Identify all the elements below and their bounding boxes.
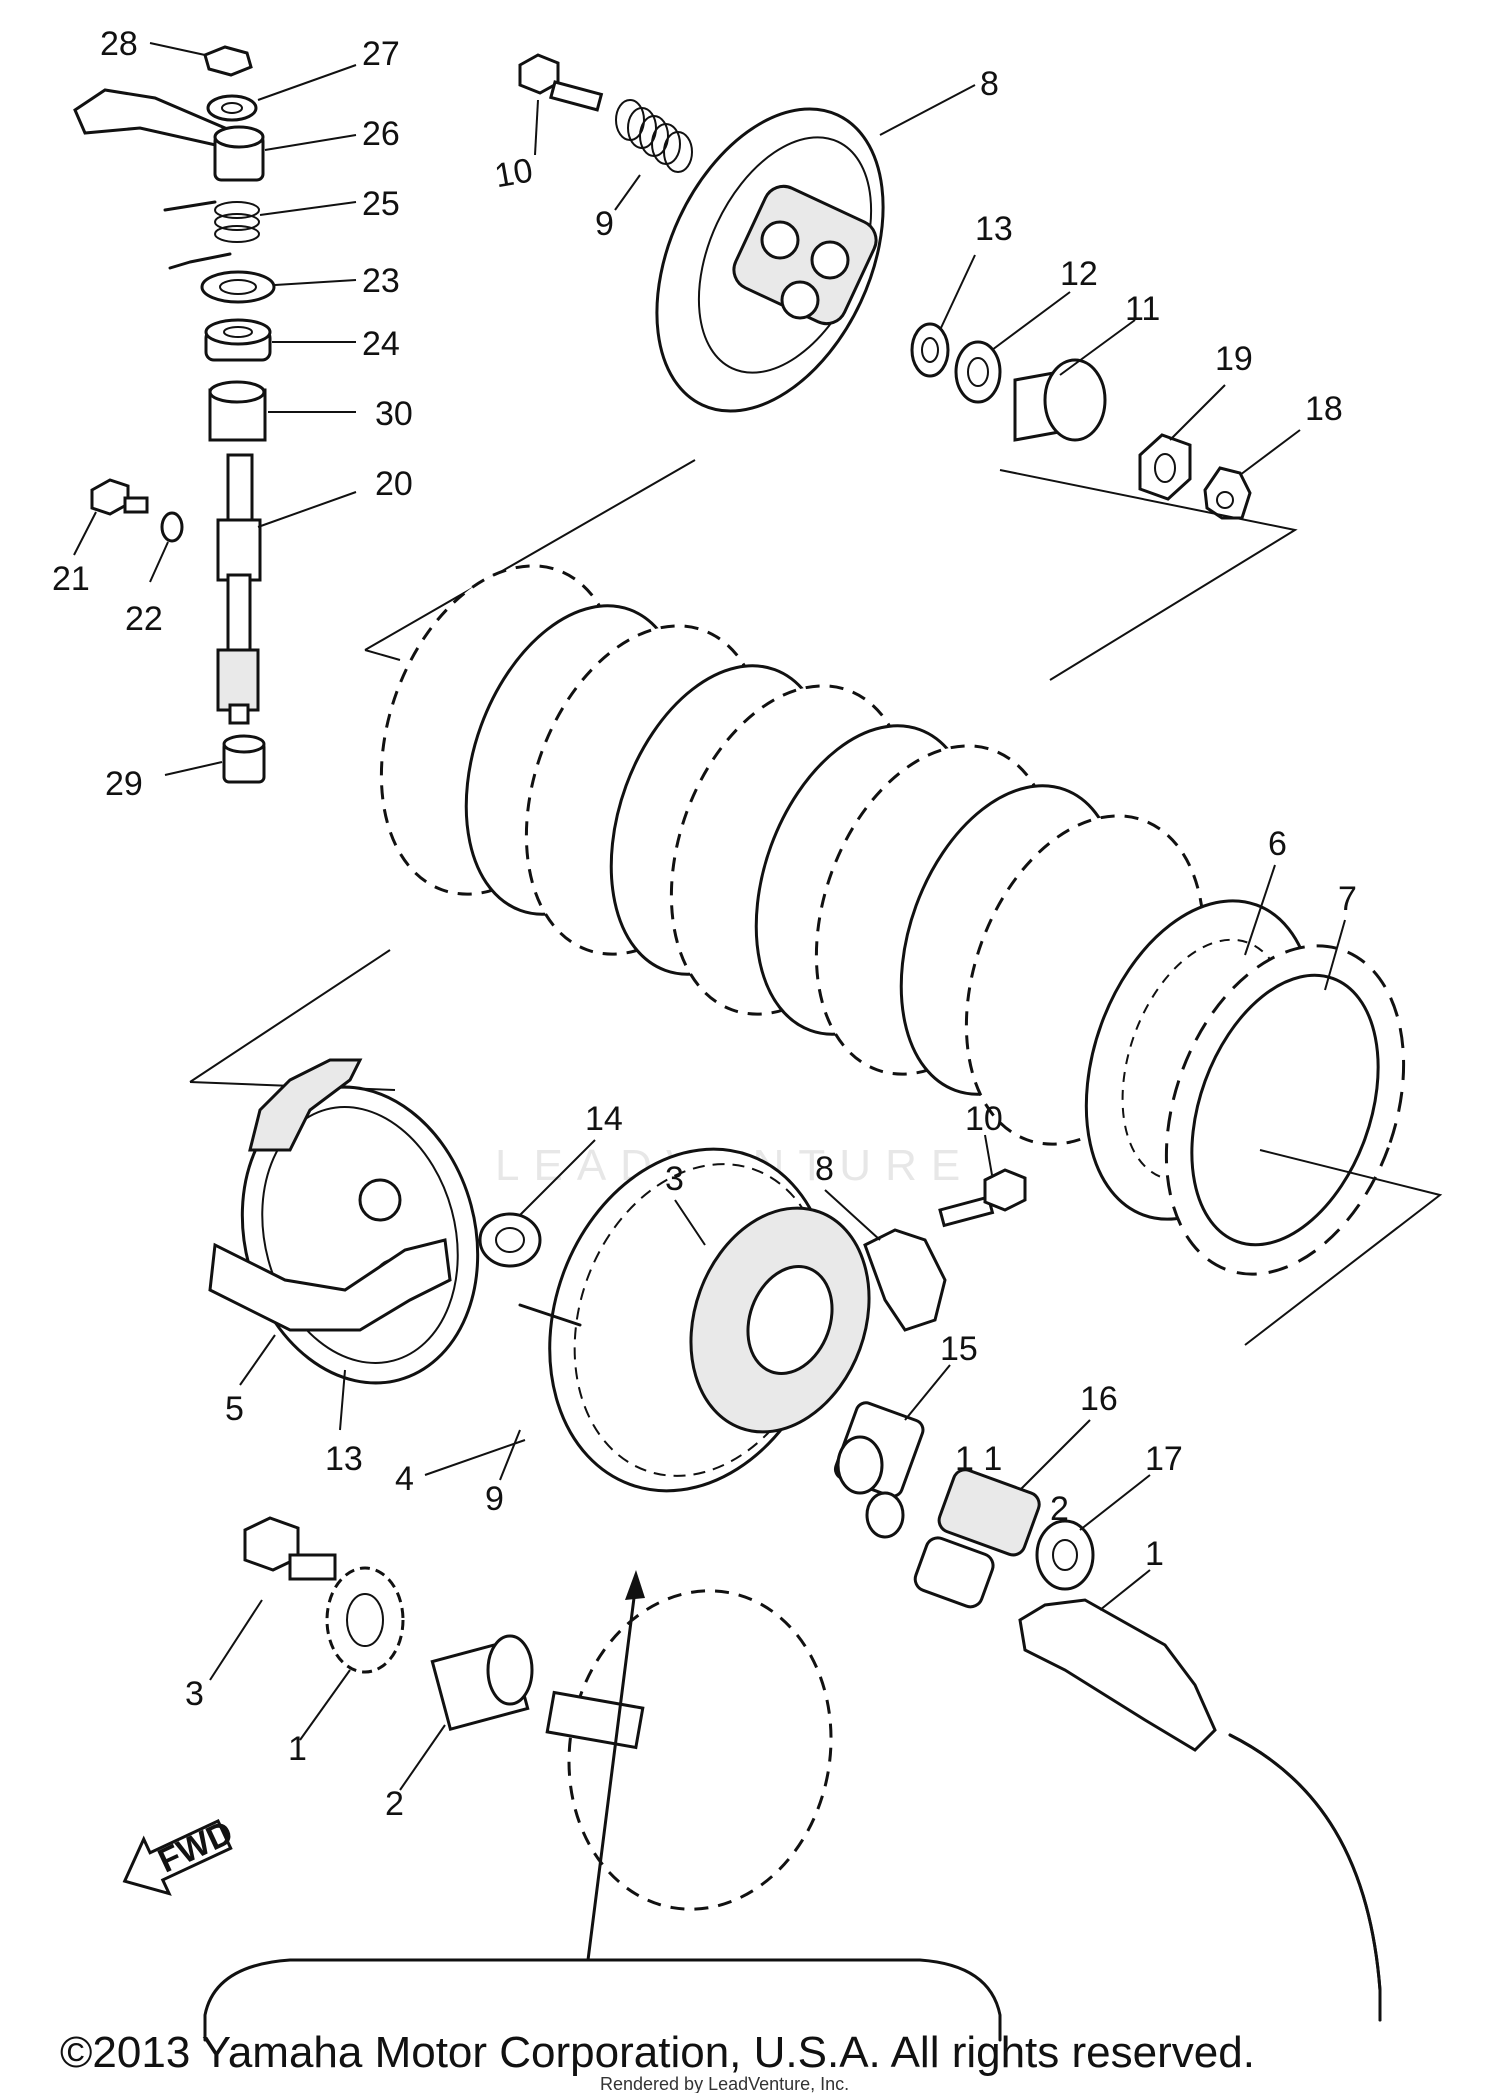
clutch-cable-1 xyxy=(1018,1569,1382,2022)
bolt-21 xyxy=(90,478,130,516)
callout-3-bolt: 3 xyxy=(185,1675,204,1713)
lever-26 xyxy=(73,88,227,148)
washer-22 xyxy=(160,511,184,543)
gear-teeth-5 xyxy=(248,1058,363,1152)
callout-13-top: 13 xyxy=(975,210,1013,248)
kick-shaft-20 xyxy=(226,453,254,527)
leader-lines-primary xyxy=(239,1139,596,1431)
callout-15: 15 xyxy=(940,1330,978,1368)
spring-25-arms xyxy=(163,200,232,270)
callout-29: 29 xyxy=(105,765,143,803)
crank-cover xyxy=(567,1589,833,1911)
bearing-12 xyxy=(954,340,1002,404)
callout-25: 25 xyxy=(362,185,400,223)
drive-sprocket-group xyxy=(243,1516,833,1911)
callout-1-cable: 1 xyxy=(1145,1535,1164,1573)
callout-24: 24 xyxy=(362,325,400,363)
callout-5: 5 xyxy=(225,1390,244,1428)
pin-4 xyxy=(518,1303,582,1327)
callout-26: 26 xyxy=(362,115,400,153)
primary-gear-5 xyxy=(240,1085,480,1385)
callout-22: 22 xyxy=(125,600,163,638)
assembly-arrow xyxy=(203,1570,1002,2042)
leader-lines-kick xyxy=(73,42,357,776)
kick-starter-assembly xyxy=(73,45,276,784)
upper-bracket-lines xyxy=(364,459,1298,681)
callout-18: 18 xyxy=(1305,390,1343,428)
leader-lines-bottom xyxy=(209,1599,446,1791)
leader-lines-housing xyxy=(424,1189,1151,1531)
callout-1-sprocket: 1 xyxy=(288,1730,307,1768)
copyright-text: ©2013 Yamaha Motor Corporation, U.S.A. A… xyxy=(60,2028,1255,2077)
callout-17: 17 xyxy=(1145,1440,1183,1478)
fwd-arrow-icon: FWD xyxy=(122,1813,239,1896)
callout-23: 23 xyxy=(362,262,400,300)
bushing-11 xyxy=(913,1536,995,1609)
clutch-plate-stack xyxy=(379,564,1406,1276)
callout-2-spacer: 2 xyxy=(385,1785,404,1823)
nut-19 xyxy=(1138,433,1192,501)
needle-bearing-16 xyxy=(937,1468,1041,1557)
callout-11-top: 11 xyxy=(1125,290,1160,328)
sprocket-1 xyxy=(325,1566,405,1674)
callout-9-top: 9 xyxy=(595,205,614,243)
leader-lines-pressure xyxy=(534,84,1301,476)
callout-2-washer: 2 xyxy=(1050,1490,1069,1528)
callout-30: 30 xyxy=(375,395,413,433)
rendered-by-text: Rendered by LeadVenture, Inc. xyxy=(600,2074,849,2093)
callout-19: 19 xyxy=(1215,340,1253,378)
damper-8 xyxy=(863,1228,947,1332)
leader-lines-plates xyxy=(984,864,1346,1176)
housing-13 xyxy=(208,1238,452,1332)
washer-27 xyxy=(206,94,258,122)
callout-labels: 28 27 26 25 23 24 30 20 21 22 29 10 9 8 … xyxy=(52,25,1357,1823)
callout-12: 12 xyxy=(1060,255,1098,293)
fwd-label: FWD xyxy=(152,1813,238,1880)
spring-9-top xyxy=(615,99,693,173)
primary-drive-group xyxy=(208,1058,542,1385)
callout-20: 20 xyxy=(375,465,413,503)
callout-9-bottom: 9 xyxy=(485,1480,504,1518)
callout-6: 6 xyxy=(1268,825,1287,863)
clutch-housing-group xyxy=(518,1147,1095,1609)
callout-14: 14 xyxy=(585,1100,623,1138)
callout-10-mid: 10 xyxy=(965,1100,1003,1138)
callout-28: 28 xyxy=(100,25,138,63)
washer-17 xyxy=(1035,1519,1095,1591)
callout-21: 21 xyxy=(52,560,90,598)
bolt-10-mid xyxy=(938,1168,1027,1228)
spring-25 xyxy=(214,201,260,243)
callout-27: 27 xyxy=(362,35,400,73)
callout-13-bottom: 13 xyxy=(325,1440,363,1478)
callout-3-housing: 3 xyxy=(665,1160,684,1198)
washer-23 xyxy=(200,270,276,304)
callout-10-top: 10 xyxy=(492,151,536,195)
nut-28 xyxy=(203,45,253,77)
callout-8-mid: 8 xyxy=(815,1150,834,1188)
callout-11-bottom: 1 1 xyxy=(955,1440,1002,1478)
callout-4: 4 xyxy=(395,1460,414,1498)
ring-14 xyxy=(478,1212,542,1268)
pressure-plate-group xyxy=(518,53,1252,520)
callout-8-top: 8 xyxy=(980,65,999,103)
washer-13-top xyxy=(910,322,950,378)
callout-16: 16 xyxy=(1080,1380,1118,1418)
callout-7: 7 xyxy=(1338,880,1357,918)
